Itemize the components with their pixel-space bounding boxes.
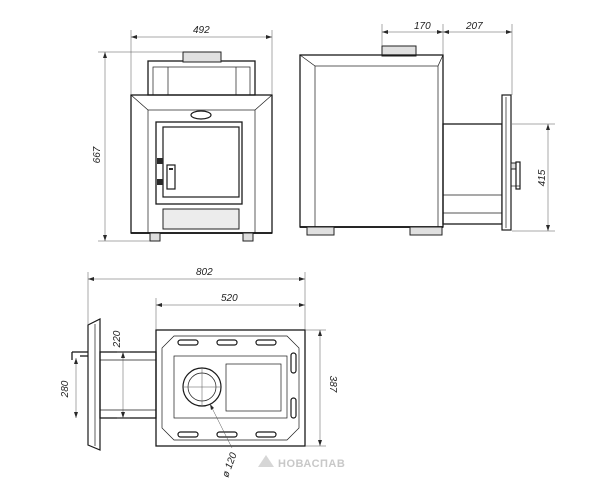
flue-diameter-leader: ø 120 [209,403,240,479]
tunnel-offset-label: 207 [465,21,483,32]
flange-height-dimension: 280 [60,358,78,418]
overall-length-label: 802 [196,267,213,278]
chimney-width-label: 170 [414,21,431,32]
side-view [299,45,521,236]
door-handle [166,164,176,190]
tunnel-width-dimension: 220 [112,330,130,419]
body-length-dimension: 520 [155,293,305,330]
body-length-label: 520 [221,293,238,304]
body-width-dimension: 387 [305,329,338,447]
front-width-dimension: 492 [130,25,273,95]
flue-diameter-label: ø 120 [220,451,239,479]
body-width-label: 387 [327,376,338,393]
tunnel-height-label: 415 [537,169,548,186]
front-height-label: 667 [92,146,103,163]
nameplate-oval [190,110,212,120]
brand-text: НОВАСПАВ [278,458,345,470]
fire-door [162,126,240,198]
tunnel-height-dimension: 415 [512,123,555,232]
front-height-dimension: 667 [92,51,183,242]
brand-watermark: НОВАСПАВ [258,455,345,470]
top-view [71,318,306,451]
tunnel-width-label: 220 [112,330,123,348]
side-top-dimensions: 170 207 [381,21,513,95]
flange-height-label: 280 [60,380,71,398]
front-view [130,51,273,242]
overall-length-dimension: 802 [87,267,306,330]
front-width-label: 492 [193,25,210,36]
